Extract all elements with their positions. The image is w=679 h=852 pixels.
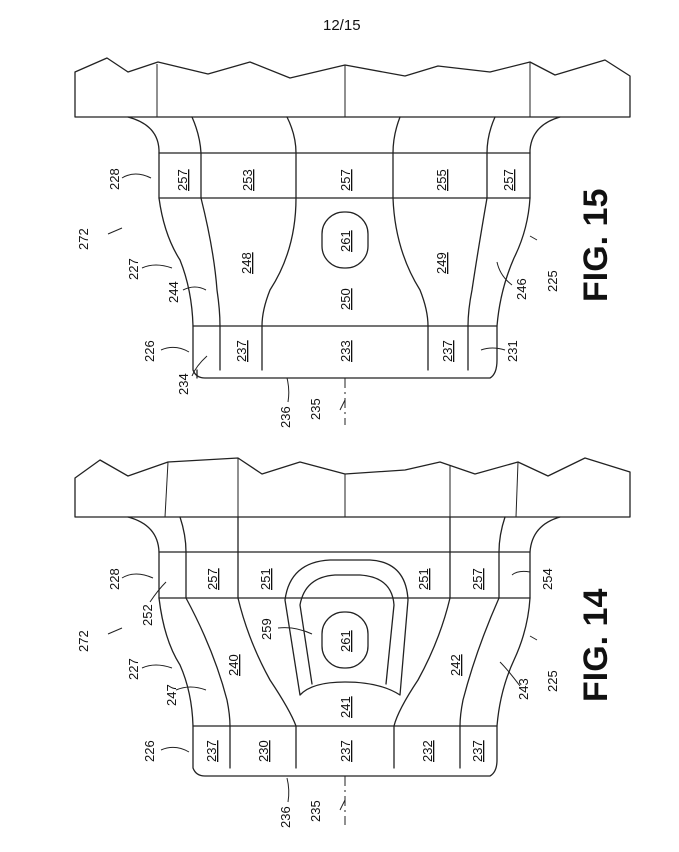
reference-numeral-226: 226 (142, 340, 157, 362)
reference-numeral-251: 251 (258, 568, 273, 590)
reference-numeral-236: 236 (278, 406, 293, 428)
reference-numeral-241: 241 (338, 696, 353, 718)
reference-numeral-254: 254 (540, 568, 555, 590)
reference-numeral-251: 251 (416, 568, 431, 590)
reference-numeral-257: 257 (338, 169, 353, 191)
reference-numeral-257: 257 (501, 169, 516, 191)
reference-numeral-226: 226 (142, 740, 157, 762)
reference-numeral-257: 257 (175, 169, 190, 191)
reference-numeral-227: 227 (126, 658, 141, 680)
reference-numeral-248: 248 (239, 252, 254, 274)
reference-numeral-233: 233 (338, 340, 353, 362)
reference-numeral-228: 228 (107, 168, 122, 190)
sheet-number: 12/15 (323, 17, 361, 34)
reference-numeral-261: 261 (338, 230, 353, 252)
reference-numeral-237: 237 (204, 740, 219, 762)
reference-numeral-272: 272 (76, 630, 91, 652)
fig14-labels: 272 228 252 227 247 226 236 235 225 243 … (76, 568, 560, 828)
reference-numeral-227: 227 (126, 258, 141, 280)
reference-numeral-234: 234 (176, 373, 191, 395)
reference-numeral-244: 244 (166, 281, 181, 303)
reference-numeral-231: 231 (505, 340, 520, 362)
reference-numeral-246: 246 (514, 278, 529, 300)
reference-numeral-249: 249 (434, 252, 449, 274)
reference-numeral-236: 236 (278, 806, 293, 828)
reference-numeral-257: 257 (205, 568, 220, 590)
figure-15: 272 228 227 244 226 234 236 235 225 246 … (75, 58, 630, 428)
fig15-title: FIG. 15 (577, 189, 615, 302)
reference-numeral-240: 240 (226, 654, 241, 676)
reference-numeral-237: 237 (338, 740, 353, 762)
reference-numeral-272: 272 (76, 228, 91, 250)
reference-numeral-259: 259 (259, 618, 274, 640)
reference-numeral-225: 225 (545, 670, 560, 692)
fig15-flange (75, 58, 630, 117)
reference-numeral-255: 255 (434, 169, 449, 191)
reference-numeral-242: 242 (448, 654, 463, 676)
reference-numeral-250: 250 (338, 288, 353, 310)
reference-numeral-232: 232 (420, 740, 435, 762)
reference-numeral-237: 237 (440, 340, 455, 362)
reference-numeral-247: 247 (164, 684, 179, 706)
reference-numeral-237: 237 (470, 740, 485, 762)
reference-numeral-237: 237 (234, 340, 249, 362)
reference-numeral-252: 252 (140, 604, 155, 626)
reference-numeral-235: 235 (308, 800, 323, 822)
reference-numeral-253: 253 (240, 169, 255, 191)
reference-numeral-235: 235 (308, 398, 323, 420)
figure-14: 272 228 252 227 247 226 236 235 225 243 … (75, 458, 630, 828)
fig14-flange (75, 458, 630, 517)
reference-numeral-243: 243 (516, 678, 531, 700)
reference-numeral-257: 257 (470, 568, 485, 590)
reference-numeral-261: 261 (338, 630, 353, 652)
fig15-labels: 272 228 227 244 226 234 236 235 225 246 … (76, 168, 560, 428)
fig14-title: FIG. 14 (577, 589, 615, 702)
reference-numeral-230: 230 (256, 740, 271, 762)
reference-numeral-225: 225 (545, 270, 560, 292)
reference-numeral-228: 228 (107, 568, 122, 590)
